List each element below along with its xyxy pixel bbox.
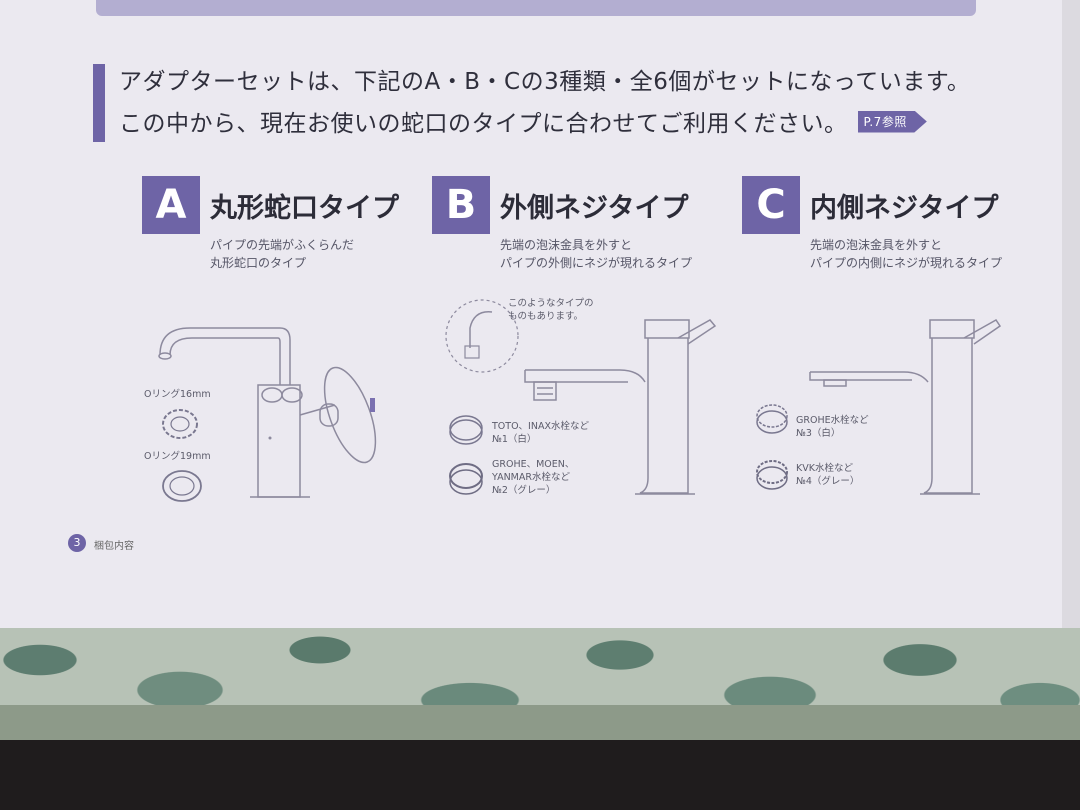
page-edge — [1062, 0, 1080, 628]
headline-accent-bar — [93, 64, 105, 142]
headline-line-1: アダプターセットは、下記のA・B・Cの3種類・全6個がセットになっています。 — [119, 69, 971, 95]
outer-thread-faucet-illustration — [524, 319, 717, 495]
adapter-no2-icon — [449, 463, 483, 495]
adapter-no4-line-1: KVK水栓など — [796, 463, 853, 474]
fabric-hem — [0, 705, 1080, 740]
adapter-no1-label: TOTO、INAX水栓など №1（白） — [492, 420, 589, 446]
type-c-badge: C — [742, 176, 800, 234]
type-c-title: 内側ネジタイプ — [810, 193, 999, 224]
type-a-description: パイプの先端がふくらんだ 丸形蛇口のタイプ — [210, 236, 354, 272]
o-ring-19mm-label: Oリング19mm — [144, 451, 211, 462]
top-banner — [96, 0, 976, 16]
page-number-badge: 3 — [68, 534, 86, 552]
type-b-note-line-1: このようなタイプの — [508, 298, 594, 309]
adapter-no4-line-2: №4（グレー） — [796, 476, 860, 487]
type-b-desc-line-2: パイプの外側にネジが現れるタイプ — [500, 256, 693, 270]
type-a-desc-line-1: パイプの先端がふくらんだ — [210, 238, 355, 252]
dark-table-surface — [0, 740, 1080, 810]
adapter-no1-line-1: TOTO、INAX水栓など — [492, 421, 589, 432]
section-label: 梱包内容 — [94, 541, 134, 552]
type-b-description: 先端の泡沫金具を外すと パイプの外側にネジが現れるタイプ — [500, 236, 692, 272]
adapter-no4-label: KVK水栓など №4（グレー） — [796, 462, 859, 488]
type-b-note-line-2: ものもあります。 — [508, 311, 584, 322]
type-a-title: 丸形蛇口タイプ — [210, 193, 399, 224]
o-ring-19mm-icon — [162, 470, 202, 502]
manual-page: アダプターセットは、下記のA・B・Cの3種類・全6個がセットになっています。 こ… — [0, 0, 1080, 628]
type-c-description: 先端の泡沫金具を外すと パイプの内側にネジが現れるタイプ — [810, 236, 1002, 272]
adapter-no2-label: GROHE、MOEN、 YANMAR水栓など №2（グレー） — [492, 458, 574, 497]
alternate-spout-detail-circle — [445, 299, 519, 373]
adapter-no2-line-1: GROHE、MOEN、 — [492, 459, 575, 470]
type-c-desc-line-2: パイプの内側にネジが現れるタイプ — [810, 256, 1003, 270]
type-b-badge: B — [432, 176, 490, 234]
o-ring-16mm-icon — [162, 409, 198, 439]
adapter-no1-line-2: №1（白） — [492, 434, 537, 445]
headline-line-2: この中から、現在お使いの蛇口のタイプに合わせてご利用ください。 P.7参照 — [119, 104, 927, 138]
round-faucet-illustration — [158, 327, 377, 498]
page-reference-tag: P.7参照 — [857, 110, 927, 133]
headline-line-2-text: この中から、現在お使いの蛇口のタイプに合わせてご利用ください。 — [119, 111, 848, 137]
type-a-badge: A — [142, 176, 200, 234]
adapter-no3-line-1: GROHE水栓など — [796, 415, 869, 426]
adapter-no1-icon — [449, 415, 483, 445]
type-b-title: 外側ネジタイプ — [500, 193, 689, 224]
adapter-no4-icon — [756, 460, 788, 490]
adapter-no3-line-2: №3（白） — [796, 428, 841, 439]
type-c-desc-line-1: 先端の泡沫金具を外すと — [810, 238, 943, 252]
adapter-no3-icon — [756, 404, 788, 434]
type-a-desc-line-2: 丸形蛇口のタイプ — [210, 256, 307, 270]
inner-thread-faucet-illustration — [809, 319, 1002, 495]
type-b-desc-line-1: 先端の泡沫金具を外すと — [500, 238, 633, 252]
adapter-no2-line-2: YANMAR水栓など — [492, 472, 570, 483]
adapter-no3-label: GROHE水栓など №3（白） — [796, 414, 869, 440]
type-b-note: このようなタイプの ものもあります。 — [508, 297, 594, 323]
o-ring-16mm-label: Oリング16mm — [144, 389, 211, 400]
adapter-no2-line-3: №2（グレー） — [492, 485, 556, 496]
